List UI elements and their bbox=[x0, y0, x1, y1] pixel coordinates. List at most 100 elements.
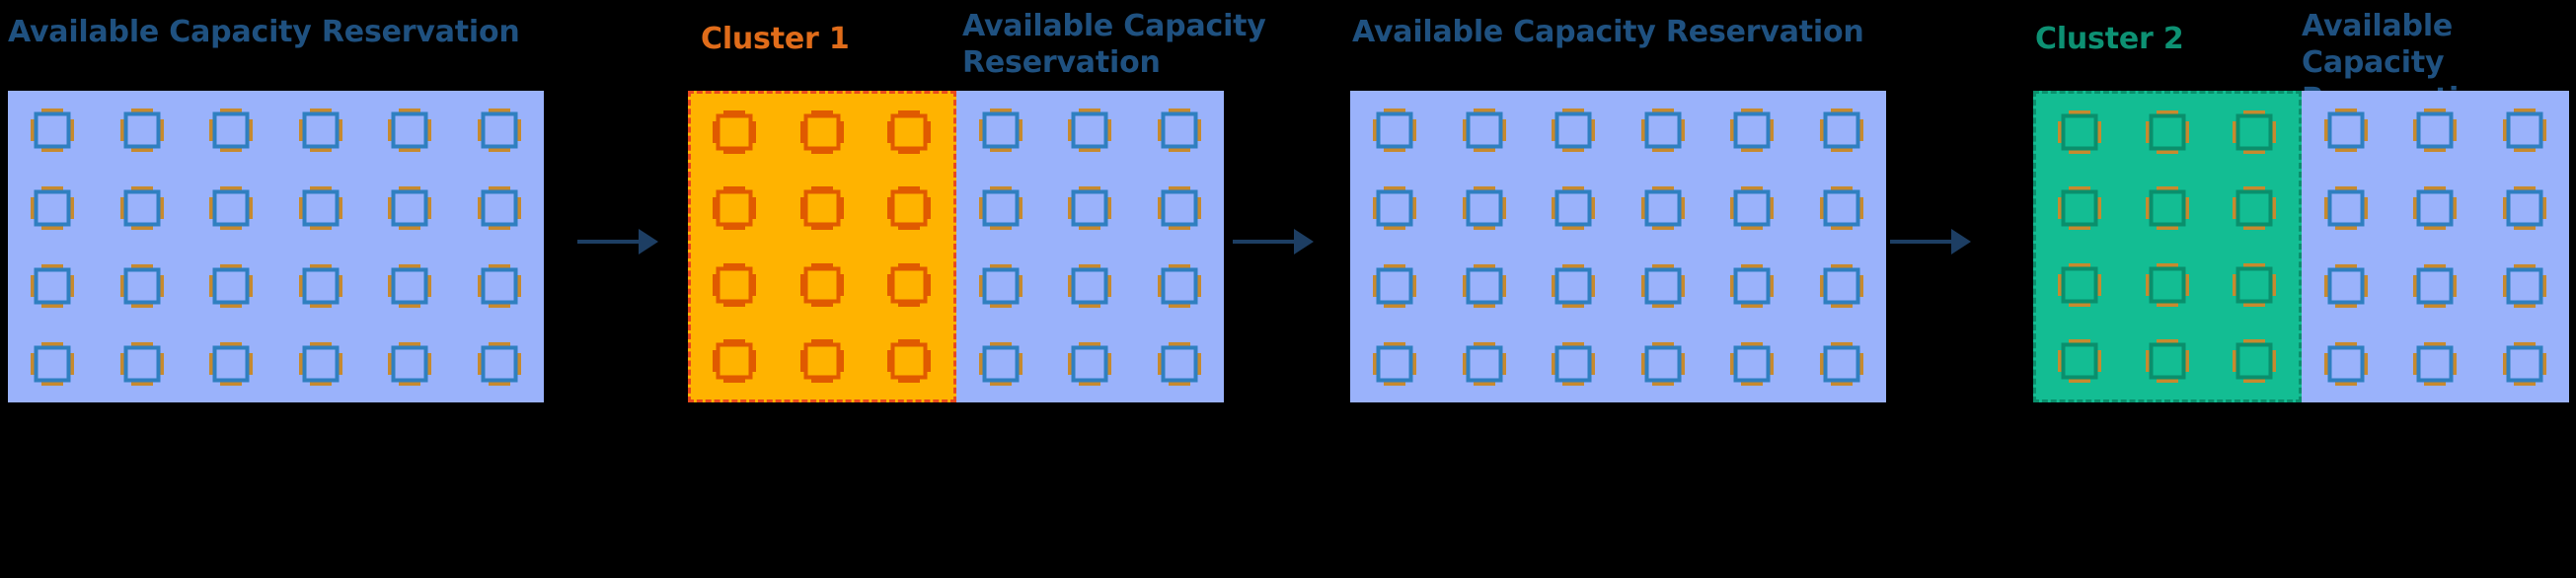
cpu-chip-icon bbox=[866, 171, 953, 248]
cpu-chip-icon bbox=[1707, 325, 1797, 402]
cpu-chip-icon bbox=[365, 91, 455, 169]
cpu-chip-icon bbox=[2124, 324, 2212, 400]
cpu-chip-icon bbox=[1440, 325, 1530, 402]
cpu-chip-icon bbox=[2390, 91, 2480, 169]
cpu-chip-icon bbox=[2211, 171, 2299, 248]
cpu-chip-icon bbox=[365, 247, 455, 325]
cpu-chip-icon bbox=[1045, 325, 1135, 402]
cpu-chip-icon bbox=[98, 247, 188, 325]
available-capacity-reservation-label: Available Capacity Reservation bbox=[8, 15, 520, 49]
cpu-chip-icon bbox=[1797, 325, 1887, 402]
cpu-chip-icon bbox=[1135, 169, 1225, 247]
cpu-chip-icon bbox=[2211, 247, 2299, 324]
cpu-chip-icon bbox=[2124, 247, 2212, 324]
cpu-chip-icon bbox=[98, 91, 188, 169]
cpu-chip-icon bbox=[2302, 169, 2391, 247]
cpu-chip-icon bbox=[455, 91, 545, 169]
arrow-shaft bbox=[1233, 240, 1294, 244]
arrow-stage-2-to-3 bbox=[1233, 229, 1314, 254]
cpu-chip-icon bbox=[2390, 169, 2480, 247]
cpu-chip-icon bbox=[2480, 169, 2570, 247]
cpu-chip-icon bbox=[2302, 247, 2391, 325]
available-capacity-panel[interactable] bbox=[955, 91, 1225, 402]
stage-3-pool-released bbox=[1350, 91, 1886, 402]
cpu-chip-icon bbox=[2036, 171, 2124, 248]
cpu-chip-icon bbox=[779, 171, 867, 248]
cpu-chip-icon bbox=[1135, 247, 1225, 325]
cpu-chip-icon bbox=[1350, 247, 1440, 325]
cpu-chip-icon bbox=[1135, 325, 1225, 402]
cpu-chip-icon bbox=[866, 324, 953, 400]
cpu-chip-icon bbox=[187, 247, 276, 325]
cpu-chip-icon bbox=[2480, 247, 2570, 325]
cpu-chip-icon bbox=[276, 91, 366, 169]
cpu-chip-icon bbox=[2390, 247, 2480, 325]
cpu-chip-icon bbox=[1529, 169, 1619, 247]
available-capacity-panel[interactable] bbox=[2301, 91, 2570, 402]
cpu-chip-icon bbox=[187, 91, 276, 169]
cpu-chip-icon bbox=[691, 94, 779, 171]
cpu-chip-icon bbox=[187, 169, 276, 247]
available-capacity-panel[interactable] bbox=[1350, 91, 1886, 402]
cpu-chip-icon bbox=[866, 247, 953, 324]
cpu-chip-icon bbox=[1619, 247, 1708, 325]
cpu-chip-icon bbox=[2211, 94, 2299, 171]
cpu-chip-icon bbox=[1797, 247, 1887, 325]
available-capacity-reservation-label: Available Capacity Reservation bbox=[1352, 15, 1864, 49]
cpu-chip-icon bbox=[1350, 169, 1440, 247]
cpu-chip-icon bbox=[1707, 247, 1797, 325]
arrow-shaft bbox=[577, 240, 639, 244]
cpu-chip-icon bbox=[8, 325, 98, 402]
arrow-stage-3-to-4 bbox=[1890, 229, 1971, 254]
stage-2-cluster-1-allocated bbox=[688, 91, 1224, 402]
cpu-chip-icon bbox=[2302, 91, 2391, 169]
cpu-chip-icon bbox=[1619, 169, 1708, 247]
cpu-chip-icon bbox=[2211, 324, 2299, 400]
right-arrow-icon bbox=[639, 229, 658, 254]
cpu-chip-icon bbox=[2124, 171, 2212, 248]
cpu-chip-icon bbox=[1619, 91, 1708, 169]
cpu-chip-icon bbox=[1529, 247, 1619, 325]
cluster-1-panel[interactable] bbox=[688, 91, 956, 402]
cluster-2-label: Cluster 2 bbox=[2035, 22, 2184, 56]
cpu-chip-icon bbox=[8, 169, 98, 247]
cpu-chip-icon bbox=[365, 325, 455, 402]
cpu-chip-icon bbox=[956, 169, 1046, 247]
available-capacity-reservation-label: Available Capacity Reservation bbox=[962, 9, 1266, 80]
cpu-chip-icon bbox=[2036, 94, 2124, 171]
arrow-shaft bbox=[1890, 240, 1951, 244]
cpu-chip-icon bbox=[276, 325, 366, 402]
cpu-chip-icon bbox=[779, 324, 867, 400]
cpu-chip-icon bbox=[956, 247, 1046, 325]
cpu-chip-icon bbox=[1045, 247, 1135, 325]
cpu-chip-icon bbox=[691, 324, 779, 400]
cluster-1-label: Cluster 1 bbox=[701, 22, 850, 56]
cpu-chip-icon bbox=[1797, 169, 1887, 247]
cpu-chip-icon bbox=[455, 247, 545, 325]
cpu-chip-icon bbox=[2302, 325, 2391, 402]
available-capacity-panel[interactable] bbox=[8, 91, 544, 402]
cpu-chip-icon bbox=[866, 94, 953, 171]
cpu-chip-icon bbox=[1350, 91, 1440, 169]
cpu-chip-icon bbox=[2036, 247, 2124, 324]
cpu-chip-icon bbox=[1350, 325, 1440, 402]
arrow-stage-1-to-2 bbox=[577, 229, 658, 254]
cpu-chip-icon bbox=[1135, 91, 1225, 169]
cpu-chip-icon bbox=[2480, 325, 2570, 402]
right-arrow-icon bbox=[1294, 229, 1314, 254]
cpu-chip-icon bbox=[455, 325, 545, 402]
cpu-chip-icon bbox=[1440, 91, 1530, 169]
cpu-chip-icon bbox=[779, 247, 867, 324]
cpu-chip-icon bbox=[2124, 94, 2212, 171]
cpu-chip-icon bbox=[365, 169, 455, 247]
cpu-chip-icon bbox=[1707, 169, 1797, 247]
cpu-chip-icon bbox=[1529, 325, 1619, 402]
stage-4-cluster-2-allocated bbox=[2033, 91, 2569, 402]
cluster-2-panel[interactable] bbox=[2033, 91, 2302, 402]
cpu-chip-icon bbox=[1440, 247, 1530, 325]
cpu-chip-icon bbox=[455, 169, 545, 247]
cpu-chip-icon bbox=[1045, 91, 1135, 169]
stage-1-initial-pool bbox=[8, 91, 544, 402]
cpu-chip-icon bbox=[779, 94, 867, 171]
cpu-chip-icon bbox=[2036, 324, 2124, 400]
